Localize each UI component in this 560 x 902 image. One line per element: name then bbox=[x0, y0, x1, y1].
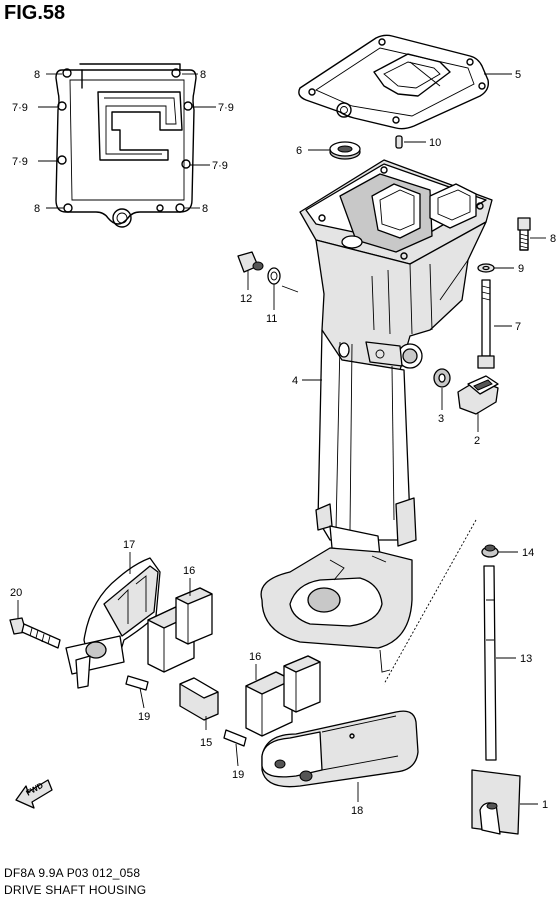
callout-2: 2 bbox=[474, 435, 480, 447]
long-bolt-7 bbox=[477, 279, 495, 369]
callout-11: 11 bbox=[266, 313, 277, 325]
callout-19: 19 bbox=[232, 769, 244, 781]
fwd-arrow: FWD bbox=[15, 779, 53, 809]
callout-7-9: 7·9 bbox=[218, 102, 234, 114]
oil-seal-6 bbox=[329, 141, 361, 160]
mount-bracket-18 bbox=[261, 710, 419, 788]
gasket-11 bbox=[267, 267, 281, 285]
figure-title: FIG.58 bbox=[4, 2, 66, 24]
callout-19: 19 bbox=[138, 711, 150, 723]
callout-13: 13 bbox=[520, 653, 532, 665]
diagram-caption: DRIVE SHAFT HOUSING bbox=[4, 883, 147, 897]
model-code: DF8A 9.9A P03 012_058 bbox=[4, 866, 141, 880]
callout-3: 3 bbox=[438, 413, 444, 425]
callout-8: 8 bbox=[34, 203, 40, 215]
washer-3 bbox=[433, 368, 451, 388]
callout-5: 5 bbox=[515, 69, 521, 81]
drive-shaft-housing-4 bbox=[260, 159, 493, 673]
callout-4: 4 bbox=[292, 375, 298, 387]
bolt-8-right bbox=[517, 217, 531, 251]
gasket-plate-left bbox=[55, 63, 197, 228]
callout-20: 20 bbox=[10, 587, 22, 599]
rubber-mount-16-b bbox=[245, 655, 321, 737]
callout-16: 16 bbox=[183, 565, 195, 577]
callout-labels: 8 8 7·9 7·9 7·9 7·9 8 8 5 10 6 8 9 7 12 … bbox=[10, 69, 556, 817]
callout-8: 8 bbox=[202, 203, 208, 215]
water-tube-13 bbox=[483, 565, 497, 761]
callout-17: 17 bbox=[123, 539, 135, 551]
washer-9 bbox=[477, 263, 495, 273]
bolt-20 bbox=[9, 617, 61, 649]
dowel-pin-10 bbox=[395, 135, 403, 149]
callout-7: 7 bbox=[515, 321, 521, 333]
callout-7-9: 7·9 bbox=[12, 102, 28, 114]
callout-15: 15 bbox=[200, 737, 212, 749]
callout-9: 9 bbox=[518, 263, 524, 275]
callout-16: 16 bbox=[249, 651, 261, 663]
grommet-14 bbox=[481, 544, 499, 558]
callout-10: 10 bbox=[429, 137, 441, 149]
drain-plug-12 bbox=[237, 251, 264, 273]
callout-7-9: 7·9 bbox=[12, 156, 28, 168]
gasket-5 bbox=[298, 34, 490, 130]
damper-15 bbox=[179, 677, 219, 721]
callout-18: 18 bbox=[351, 805, 363, 817]
pin-19-a bbox=[125, 675, 149, 691]
grommet-1 bbox=[471, 769, 521, 835]
callout-8: 8 bbox=[550, 233, 556, 245]
clamp-bracket-17 bbox=[65, 557, 161, 689]
callout-8: 8 bbox=[34, 69, 40, 81]
callout-7-9: 7·9 bbox=[212, 160, 228, 172]
callout-8: 8 bbox=[200, 69, 206, 81]
callout-6: 6 bbox=[296, 145, 302, 157]
oil-plug-2 bbox=[457, 375, 499, 415]
callout-14: 14 bbox=[522, 547, 534, 559]
callout-12: 12 bbox=[240, 293, 252, 305]
rubber-mount-16-a bbox=[147, 587, 213, 673]
callout-1: 1 bbox=[542, 799, 548, 811]
pin-19-b bbox=[223, 729, 247, 747]
leader-lines bbox=[17, 73, 546, 805]
